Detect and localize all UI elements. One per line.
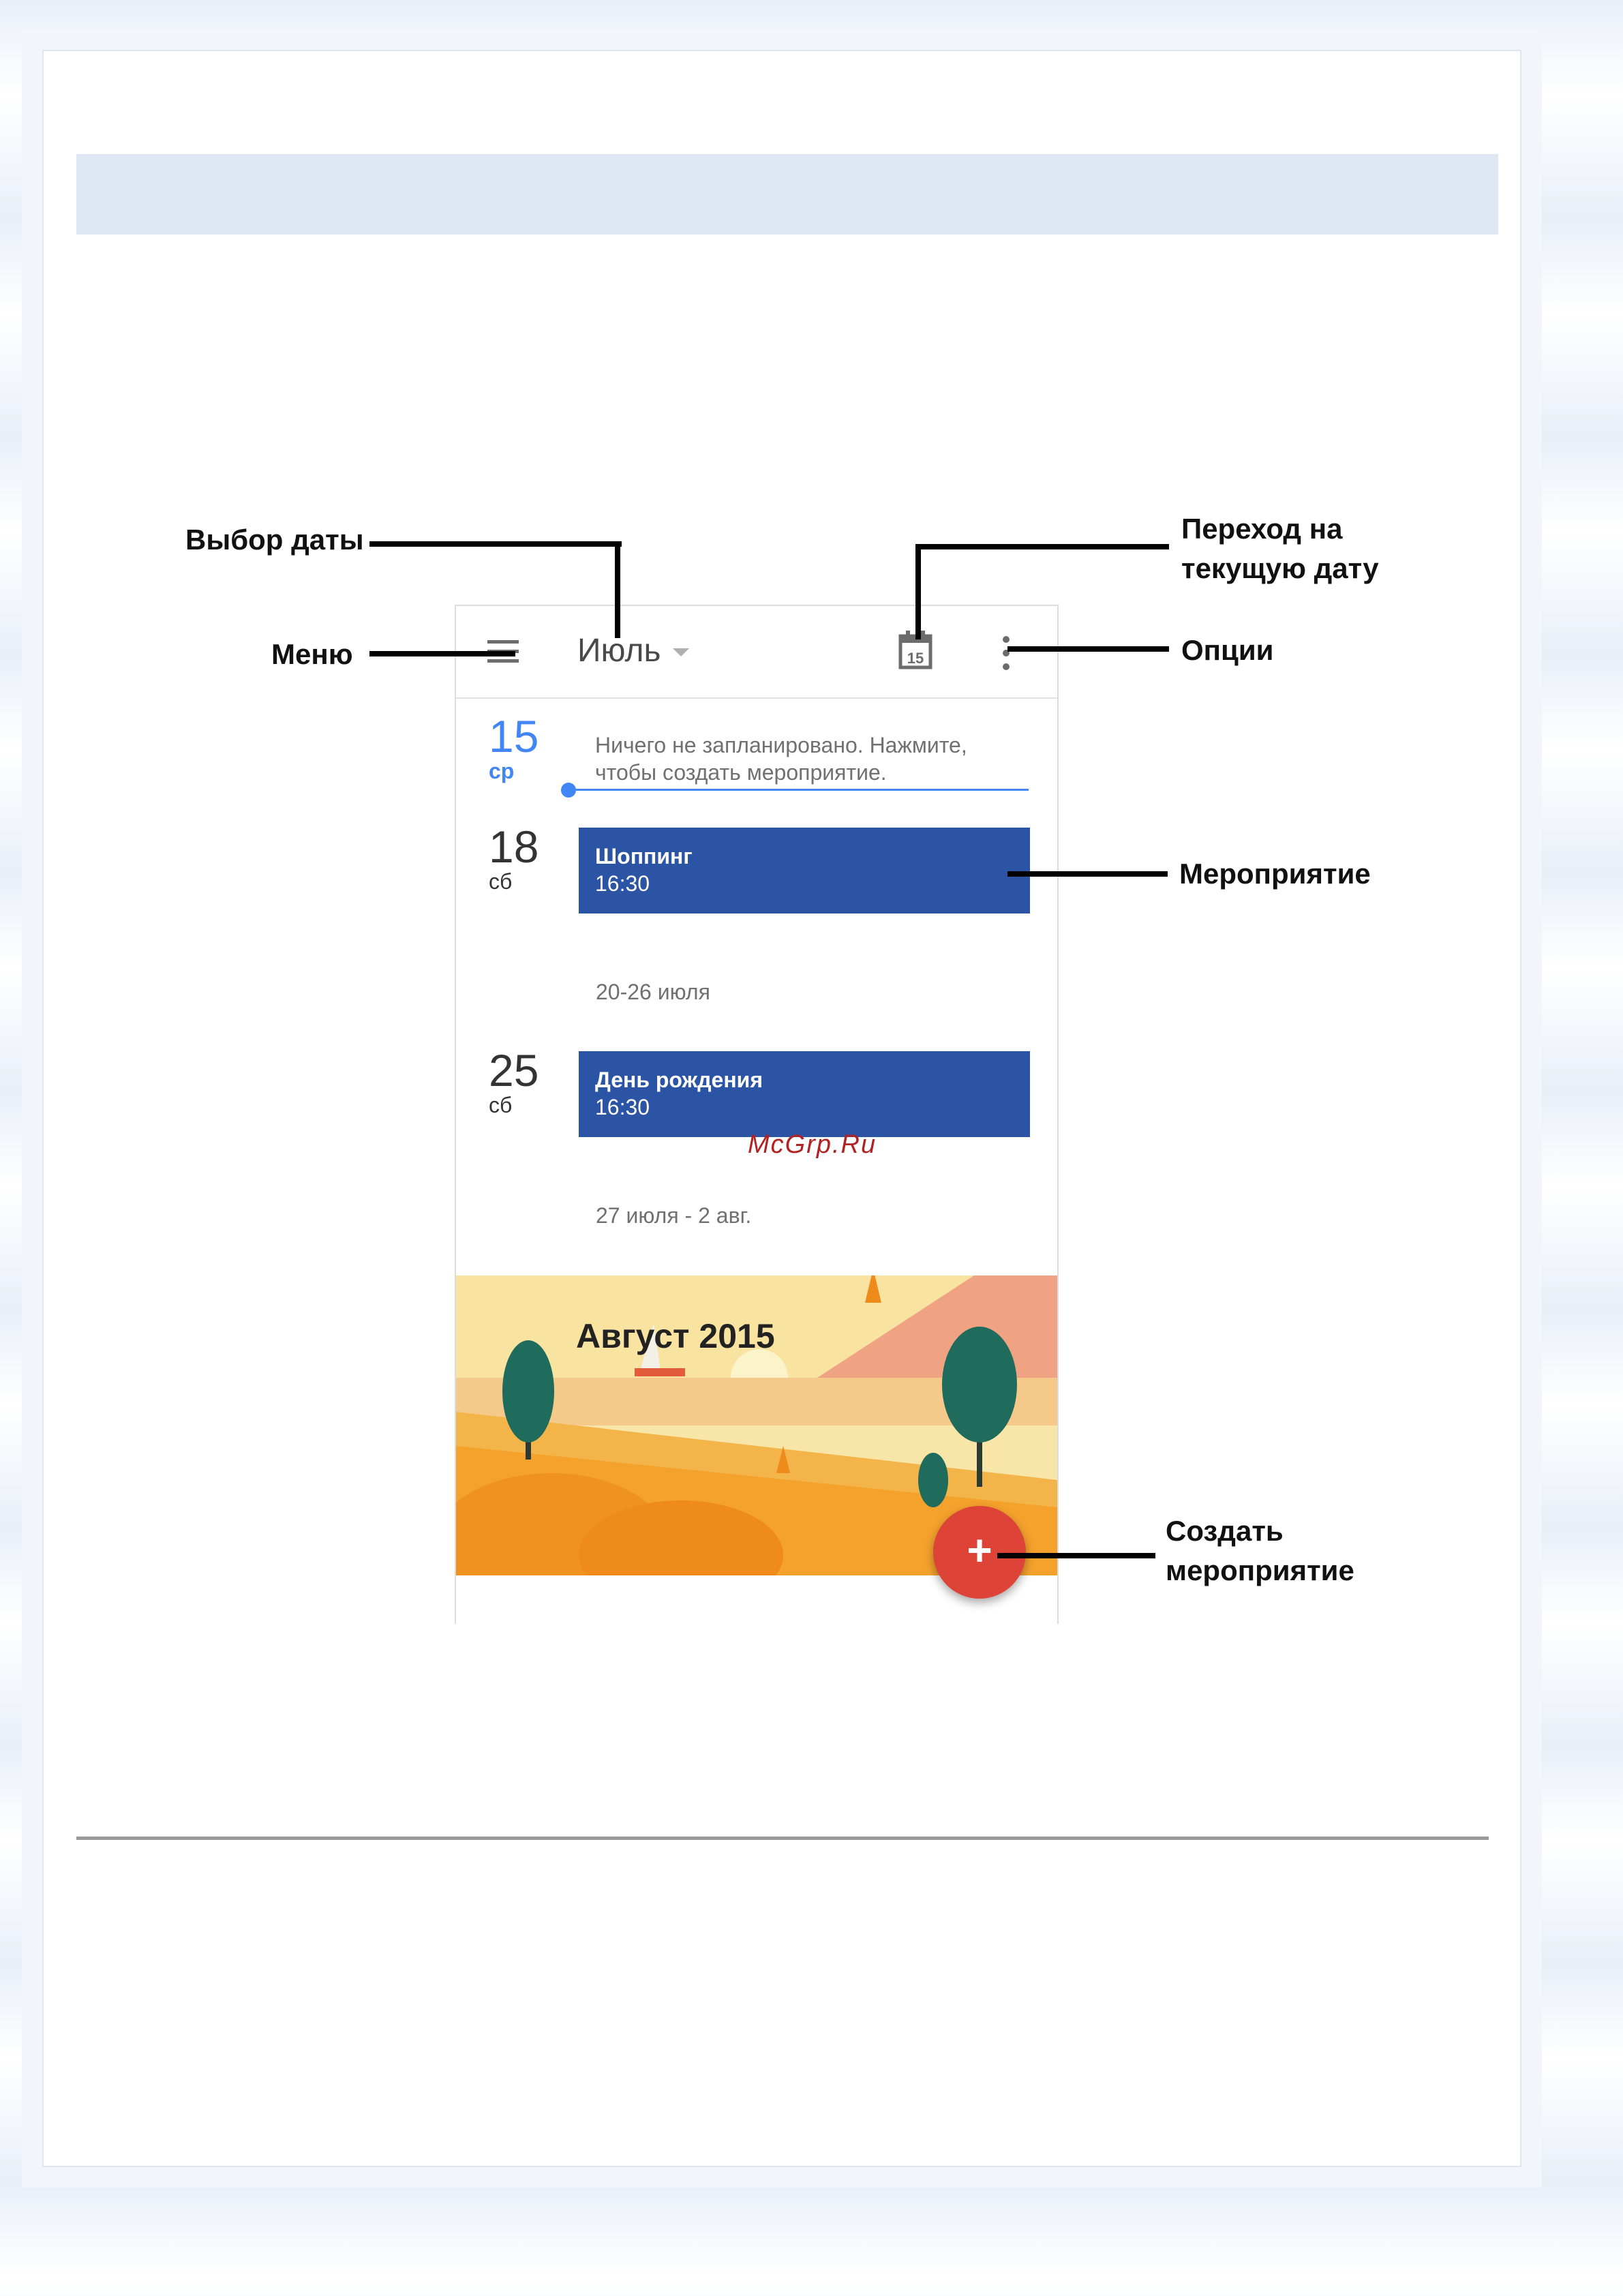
leader-create — [997, 1553, 1155, 1558]
event-time: 16:30 — [595, 1095, 650, 1120]
leader-event — [1007, 871, 1168, 877]
toolbar: Июль 15 — [456, 606, 1057, 699]
callout-goto-today-2: текущую дату — [1181, 548, 1379, 589]
event-title: Шоппинг — [595, 844, 693, 869]
leader-date-picker-v — [615, 541, 620, 638]
current-time-dot — [561, 783, 576, 798]
callout-event: Мероприятие — [1179, 854, 1371, 894]
event-card[interactable]: Шоппинг 16:30 — [579, 828, 1030, 913]
week-range-label: 20-26 июля — [596, 980, 710, 1005]
current-time-line — [568, 789, 1029, 791]
leader-date-picker-h — [369, 541, 622, 547]
day-item: 18 сб — [489, 824, 550, 894]
today-icon-day: 15 — [907, 650, 924, 667]
day-number: 25 — [489, 1048, 550, 1093]
week-range-label: 27 июля - 2 авг. — [596, 1203, 751, 1228]
callout-options: Опции — [1181, 630, 1274, 671]
day-number: 15 — [489, 714, 550, 759]
event-card[interactable]: День рождения 16:30 — [579, 1051, 1030, 1137]
header-band — [76, 154, 1498, 235]
day-today[interactable]: 15 ср — [489, 714, 550, 783]
callout-date-picker: Выбор даты — [185, 519, 364, 560]
day-weekday: ср — [489, 759, 550, 783]
chevron-down-icon — [673, 648, 689, 656]
watermark: McGrp.Ru — [748, 1130, 877, 1160]
horizontal-rule — [76, 1837, 1489, 1840]
more-options-icon[interactable] — [1001, 636, 1011, 671]
callout-create-2: мероприятие — [1166, 1550, 1354, 1591]
event-time: 16:30 — [595, 871, 650, 896]
day-item: 25 сб — [489, 1048, 550, 1117]
leader-goto-today-v — [915, 544, 921, 639]
calendar-screen: Июль 15 15 ср Ничего не запланировано. Н… — [455, 605, 1059, 1624]
callout-goto-today-1: Переход на — [1181, 509, 1342, 549]
leader-menu — [369, 651, 515, 656]
month-date-picker[interactable]: Июль — [577, 632, 689, 669]
plus-icon: + — [933, 1506, 1026, 1599]
leader-options — [1007, 646, 1169, 652]
day-number: 18 — [489, 824, 550, 869]
callout-menu: Меню — [271, 634, 353, 675]
day-weekday: сб — [489, 869, 550, 894]
day-weekday: сб — [489, 1093, 550, 1117]
leader-goto-today-h — [915, 544, 1169, 549]
create-event-button[interactable]: + — [933, 1506, 1026, 1599]
month-banner-title: Август 2015 — [576, 1316, 775, 1356]
callout-create-1: Создать — [1166, 1511, 1284, 1552]
empty-day-prompt[interactable]: Ничего не запланировано. Нажмите, чтобы … — [595, 731, 1031, 786]
event-title: День рождения — [595, 1068, 763, 1093]
